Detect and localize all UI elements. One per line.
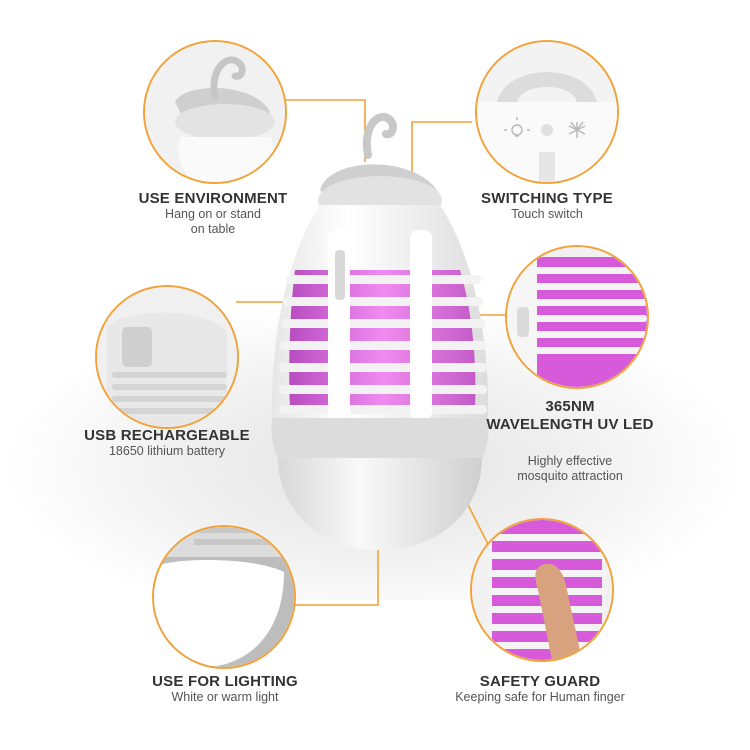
mosquito-killer-lamp xyxy=(271,112,489,550)
usb-rechargeable-title: USB RECHARGEABLE xyxy=(84,427,250,444)
usb-rechargeable-line-1: 18650 lithium battery xyxy=(108,444,226,458)
light-bulb-icon xyxy=(504,117,530,137)
feature-circle-uv-led xyxy=(505,245,649,389)
uv-led-title-line-1: 365NM xyxy=(545,398,595,415)
uv-led-line-2: mosquito attraction xyxy=(517,469,623,483)
use-environment-line-2: on table xyxy=(190,222,236,236)
use-environment-line-1: Hang on or stand xyxy=(165,207,261,221)
power-dot-icon xyxy=(541,124,553,136)
glowing-base xyxy=(154,560,284,667)
safety-guard-title: SAFETY GUARD xyxy=(479,673,601,690)
feature-circle-safety-guard xyxy=(470,518,614,662)
uv-led-title-line-2: WAVELENGTH UV LED xyxy=(486,416,654,433)
feature-circle-use-environment xyxy=(143,40,287,184)
feature-circle-switching-type xyxy=(475,40,619,184)
use-environment-title: USE ENVIRONMENT xyxy=(138,190,288,207)
feature-circle-lighting xyxy=(152,525,296,669)
hook-icon xyxy=(210,56,246,101)
hook-icon xyxy=(362,112,397,159)
lamp-base xyxy=(278,458,482,550)
handle xyxy=(320,164,440,210)
usb-port-icon xyxy=(122,327,152,367)
feature-circle-usb xyxy=(95,285,239,429)
mosquito-icon xyxy=(568,121,586,138)
usb-port xyxy=(335,250,345,300)
lamp-band xyxy=(271,418,489,460)
uv-led-line-1: Highly effective xyxy=(527,454,613,468)
finger xyxy=(535,563,582,660)
use-for-lighting-title: USE FOR LIGHTING xyxy=(152,673,298,690)
switching-type-line-1: Touch switch xyxy=(511,207,583,221)
safety-guard-line-1: Keeping safe for Human finger xyxy=(455,690,625,704)
use-for-lighting-line-1: White or warm light xyxy=(171,690,279,704)
switching-type-title: SWITCHING TYPE xyxy=(481,190,613,207)
